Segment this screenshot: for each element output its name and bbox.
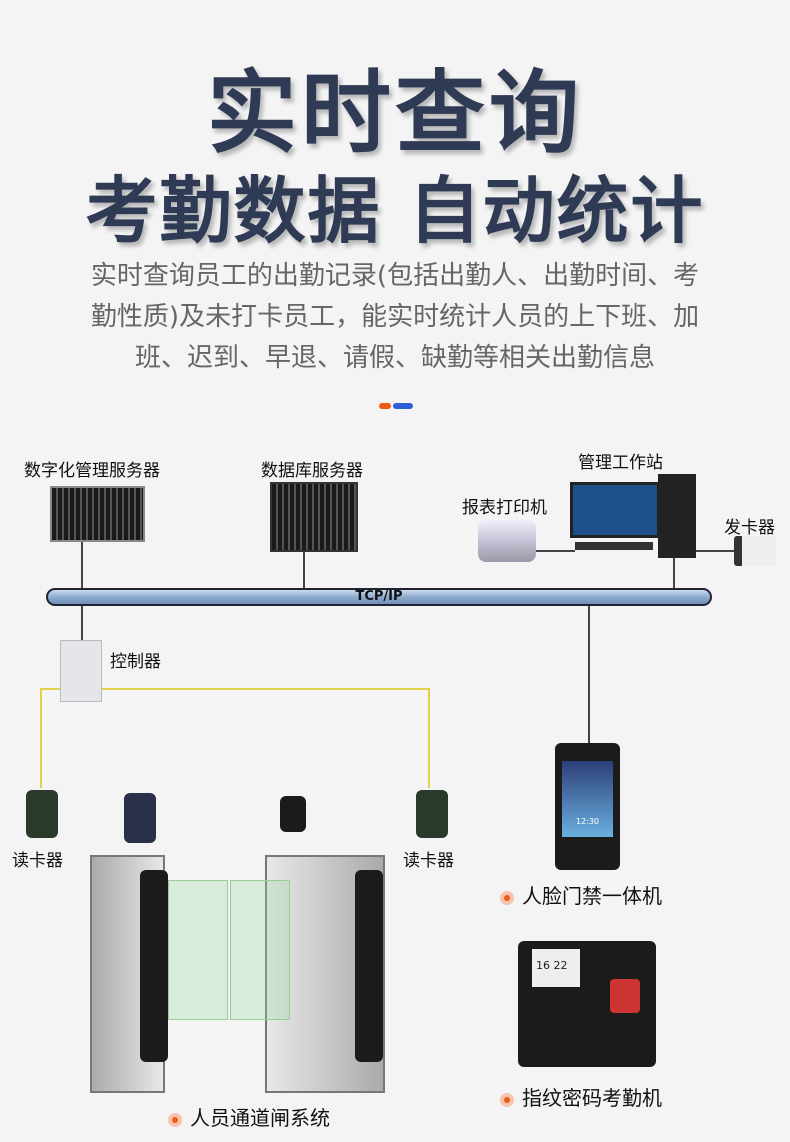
gate-panel xyxy=(140,870,168,1062)
label-controller: 控制器 xyxy=(110,652,161,672)
server-icon xyxy=(50,486,145,542)
page-title: 实时查询 xyxy=(207,61,583,166)
gate-panel xyxy=(355,870,383,1062)
description-line: 实时查询员工的出勤记录(包括出勤人、出勤时间、考 xyxy=(90,261,700,291)
gate-glass xyxy=(168,880,228,1020)
label-card-issuer: 发卡器 xyxy=(724,518,775,538)
controller-icon xyxy=(60,640,102,702)
face-terminal-screen: 12:30 xyxy=(562,761,613,837)
label-card-reader-left: 读卡器 xyxy=(12,851,63,871)
face-scanner-icon xyxy=(124,793,156,843)
fp-minute: 22 xyxy=(553,959,568,972)
label-workstation: 管理工作站 xyxy=(578,453,663,473)
caption-face-terminal: 人脸门禁一体机 xyxy=(500,880,662,909)
card-reader-icon xyxy=(26,790,58,838)
fp-hour: 16 xyxy=(536,959,550,972)
caption-text: 指纹密码考勤机 xyxy=(522,1086,662,1110)
monitor-icon xyxy=(570,482,660,538)
face-terminal-icon: 12:30 xyxy=(555,743,620,870)
tcp-ip-bus: TCP/IP xyxy=(46,588,712,606)
connector xyxy=(303,550,305,590)
keyboard-icon xyxy=(575,542,653,550)
connector xyxy=(673,555,675,590)
fingerprint-sensor-icon xyxy=(610,979,640,1013)
page-subtitle: 考勤数据 自动统计 xyxy=(85,169,705,253)
pc-tower-icon xyxy=(658,474,696,558)
caption-text: 人员通道闸系统 xyxy=(190,1106,330,1130)
bullet-icon xyxy=(500,890,514,905)
divider-dot-orange xyxy=(379,403,391,409)
label-digital-server: 数字化管理服务器 xyxy=(24,461,160,481)
connector xyxy=(535,550,575,552)
wire xyxy=(428,688,430,788)
label-db-server: 数据库服务器 xyxy=(261,461,363,481)
caption-fingerprint: 指纹密码考勤机 xyxy=(500,1082,662,1111)
divider-dot-blue xyxy=(393,403,413,409)
wire xyxy=(40,688,430,690)
description-line: 班、迟到、早退、请假、缺勤等相关出勤信息 xyxy=(134,343,655,373)
printer-icon xyxy=(478,520,536,562)
card-issuer-icon xyxy=(734,536,776,566)
bullet-icon xyxy=(500,1092,514,1107)
server-icon xyxy=(270,482,358,552)
connector xyxy=(690,550,740,552)
label-card-reader-right: 读卡器 xyxy=(403,851,454,871)
fp-screen: 16 22 xyxy=(532,949,580,987)
gate-glass xyxy=(230,880,290,1020)
card-reader-icon xyxy=(416,790,448,838)
caption-text: 人脸门禁一体机 xyxy=(522,884,662,908)
description-line: 勤性质)及未打卡员工，能实时统计人员的上下班、加 xyxy=(90,302,700,332)
caption-gate: 人员通道闸系统 xyxy=(168,1102,330,1131)
card-scanner-icon xyxy=(280,796,306,832)
description: 实时查询员工的出勤记录(包括出勤人、出勤时间、考 勤性质)及未打卡员工，能实时统… xyxy=(30,256,760,379)
label-printer: 报表打印机 xyxy=(462,498,547,518)
bullet-icon xyxy=(168,1112,182,1127)
fingerprint-terminal-icon: 16 22 xyxy=(518,941,656,1067)
wire xyxy=(40,688,42,788)
connector xyxy=(588,606,590,746)
